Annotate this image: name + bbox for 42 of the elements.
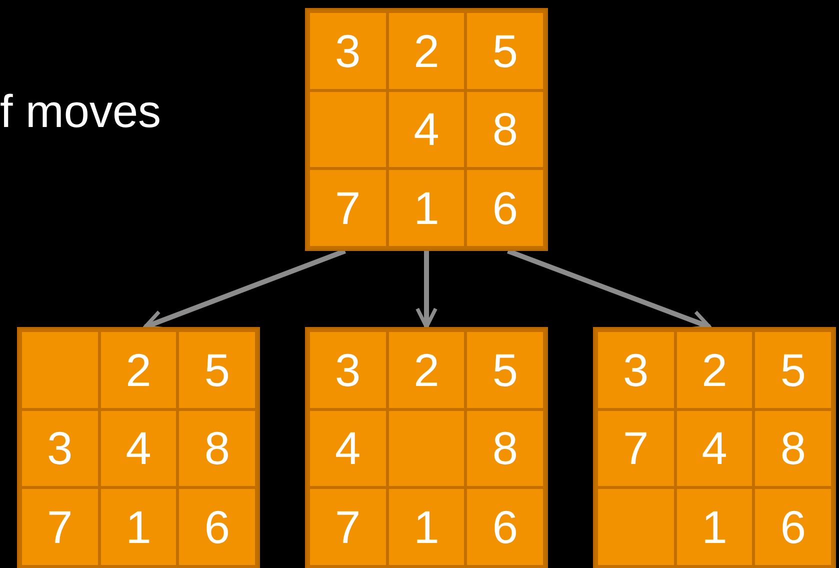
number-tile: 1 bbox=[676, 489, 752, 565]
number-tile: 2 bbox=[676, 332, 752, 408]
number-tile: 6 bbox=[467, 489, 543, 565]
number-tile: 3 bbox=[598, 332, 674, 408]
number-tile: 8 bbox=[467, 410, 543, 486]
number-tile: 4 bbox=[100, 410, 176, 486]
blank-tile bbox=[310, 92, 386, 168]
number-tile: 6 bbox=[179, 489, 255, 565]
number-tile: 1 bbox=[100, 489, 176, 565]
number-tile: 2 bbox=[388, 332, 464, 408]
number-tile: 4 bbox=[676, 410, 752, 486]
number-tile: 6 bbox=[755, 489, 831, 565]
number-tile: 7 bbox=[310, 170, 386, 246]
puzzle-board bbox=[593, 327, 836, 568]
blank-tile bbox=[22, 332, 98, 408]
number-tile: 7 bbox=[310, 489, 386, 565]
number-tile: 8 bbox=[179, 410, 255, 486]
number-tile: 3 bbox=[310, 13, 386, 89]
number-tile: 8 bbox=[467, 92, 543, 168]
number-tile: 7 bbox=[598, 410, 674, 486]
number-tile: 8 bbox=[755, 410, 831, 486]
puzzle-board bbox=[305, 327, 548, 568]
blank-tile bbox=[598, 489, 674, 565]
puzzle-board bbox=[305, 8, 548, 251]
number-tile: 4 bbox=[388, 92, 464, 168]
caption-text: f moves bbox=[0, 88, 162, 134]
number-tile: 2 bbox=[388, 13, 464, 89]
number-tile: 5 bbox=[755, 332, 831, 408]
number-tile: 5 bbox=[467, 13, 543, 89]
number-tile: 1 bbox=[388, 489, 464, 565]
number-tile: 5 bbox=[179, 332, 255, 408]
arrow bbox=[416, 251, 438, 329]
number-tile: 1 bbox=[388, 170, 464, 246]
number-tile: 7 bbox=[22, 489, 98, 565]
number-tile: 4 bbox=[310, 410, 386, 486]
number-tile: 5 bbox=[467, 332, 543, 408]
number-tile: 2 bbox=[100, 332, 176, 408]
number-tile: 6 bbox=[467, 170, 543, 246]
puzzle-board bbox=[17, 327, 260, 568]
number-tile: 3 bbox=[22, 410, 98, 486]
number-tile: 3 bbox=[310, 332, 386, 408]
blank-tile bbox=[388, 410, 464, 486]
